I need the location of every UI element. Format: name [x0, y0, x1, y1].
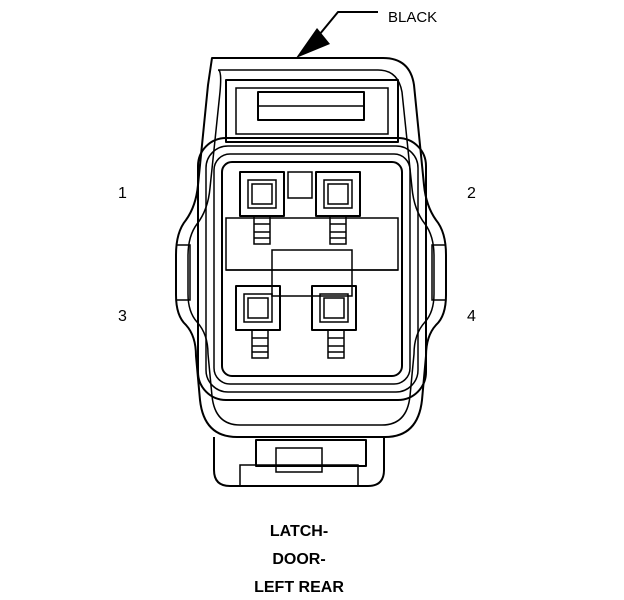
- pin-number-1: 1: [118, 185, 127, 202]
- color-callout: BLACK: [296, 9, 437, 58]
- caption-line-1: LATCH-: [270, 523, 328, 540]
- pin-number-2: 2: [467, 185, 476, 202]
- caption-line-2: DOOR-: [272, 551, 325, 568]
- terminal-1: [239, 171, 285, 245]
- pin-number-4: 4: [467, 308, 476, 325]
- cavity-frame: [197, 137, 427, 401]
- pin-number-3: 3: [118, 308, 127, 325]
- top-latch: [225, 79, 399, 143]
- caption-line-3: LEFT REAR: [254, 579, 344, 596]
- callout-label: BLACK: [388, 9, 437, 26]
- side-ribs: [176, 244, 446, 301]
- callout-arrowhead: [296, 28, 330, 58]
- terminal-2: [315, 171, 361, 245]
- terminal-4: [311, 285, 357, 359]
- terminal-3: [235, 285, 281, 359]
- bottom-lock-tab: [213, 437, 385, 487]
